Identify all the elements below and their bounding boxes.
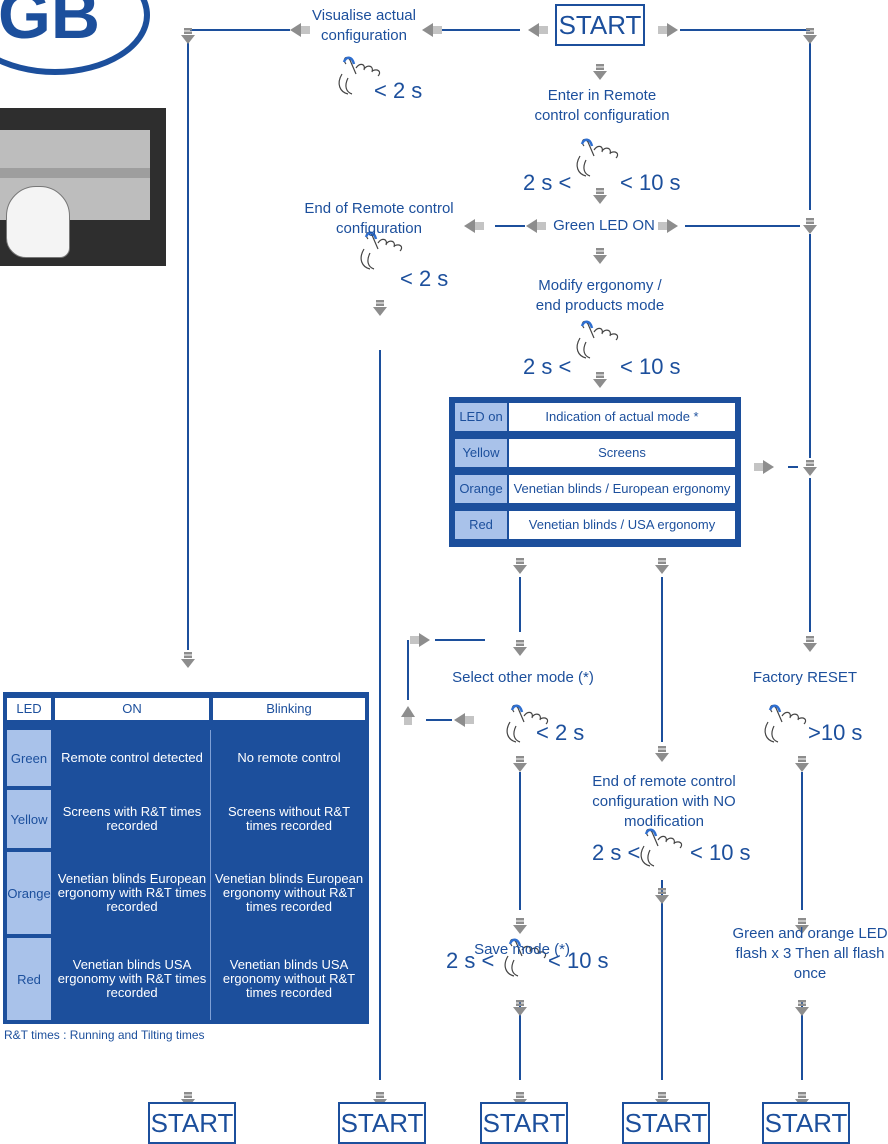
mode-table: LED on Indication of actual mode * Yello… bbox=[449, 397, 741, 547]
step-green-led-on: Green LED ON bbox=[553, 217, 655, 234]
led-on-cell: Screens with R&T times recorded bbox=[62, 804, 202, 833]
time-range-right-modify: < 10 s bbox=[620, 354, 681, 379]
led-on-cell: Remote control detected bbox=[61, 750, 203, 765]
step-save-mode: Save mode (*) bbox=[474, 941, 570, 958]
hand-press-icon bbox=[6, 186, 70, 258]
mode-led-cell: Orange bbox=[455, 475, 507, 503]
time-lt2-end-remote: < 2 s bbox=[400, 266, 449, 291]
time-range-right-enter: < 10 s bbox=[620, 170, 681, 195]
time-range-left-modify: 2 s < bbox=[523, 354, 572, 379]
led-blink-cell: Screens without R&T times recorded bbox=[227, 804, 351, 833]
mode-desc-cell: Screens bbox=[509, 439, 735, 467]
led-blink-cell: Venetian blinds European ergonomy withou… bbox=[214, 871, 364, 914]
led-header-blinking: Blinking bbox=[213, 698, 365, 720]
led-blink-cell: Venetian blinds USA ergonomy without R&T… bbox=[222, 957, 356, 1000]
time-range-left-nomod: 2 s < bbox=[592, 840, 641, 865]
mode-row: LED on Indication of actual mode * bbox=[455, 403, 735, 431]
start-box-1: START bbox=[148, 1102, 236, 1144]
start-box-2: START bbox=[338, 1102, 426, 1144]
step-modify: Modify ergonomy / end products mode bbox=[535, 277, 665, 314]
led-header-on: ON bbox=[55, 698, 209, 720]
time-range-left-save: 2 s < bbox=[446, 948, 495, 973]
step-factory-reset: Factory RESET bbox=[752, 669, 858, 686]
country-badge: GB bbox=[0, 0, 150, 75]
column-divider bbox=[210, 730, 211, 1020]
mode-led-cell: Red bbox=[455, 511, 507, 539]
step-end-no-mod: End of remote control configuration with… bbox=[592, 773, 736, 830]
led-header-led: LED bbox=[7, 698, 51, 720]
mode-desc-cell: Venetian blinds / USA ergonomy bbox=[509, 511, 735, 539]
led-color-cell: Orange bbox=[7, 852, 51, 934]
led-color-cell: Red bbox=[7, 938, 51, 1020]
start-box-5: START bbox=[762, 1102, 850, 1144]
led-on-cell: Venetian blinds European ergonomy with R… bbox=[57, 871, 207, 914]
mode-row: Red Venetian blinds / USA ergonomy bbox=[455, 511, 735, 539]
time-range-right-save: < 10 s bbox=[548, 948, 609, 973]
time-range-right-nomod: < 10 s bbox=[690, 840, 751, 865]
step-visualise: Visualise actual configuration bbox=[312, 7, 416, 44]
time-lt2-select: < 2 s bbox=[536, 720, 585, 745]
rt-times-note: R&T times : Running and Tilting times bbox=[4, 1028, 205, 1042]
step-select-other: Select other mode (*) bbox=[452, 669, 594, 686]
start-box-3: START bbox=[480, 1102, 568, 1144]
start-box-4: START bbox=[622, 1102, 710, 1144]
led-status-table: LED ON Blinking Green Remote control det… bbox=[3, 692, 369, 1024]
device-photo bbox=[0, 108, 166, 266]
led-color-cell: Green bbox=[7, 730, 51, 786]
time-lt2-visualise: < 2 s bbox=[374, 78, 423, 103]
step-end-remote: End of Remote control configuration bbox=[304, 200, 454, 237]
device-stripe bbox=[0, 168, 150, 178]
mode-desc-cell: Indication of actual mode * bbox=[509, 403, 735, 431]
led-color-cell: Yellow bbox=[7, 790, 51, 848]
mode-led-cell: Yellow bbox=[455, 439, 507, 467]
mode-row: Yellow Screens bbox=[455, 439, 735, 467]
start-box-top: START bbox=[555, 4, 645, 46]
step-enter-remote: Enter in Remote control configuration bbox=[534, 87, 670, 124]
mode-row: Orange Venetian blinds / European ergono… bbox=[455, 475, 735, 503]
badge-text: GB bbox=[0, 0, 100, 53]
led-blink-cell: No remote control bbox=[237, 750, 341, 765]
led-on-cell: Venetian blinds USA ergonomy with R&T ti… bbox=[57, 957, 207, 1000]
step-green-orange: Green and orange LED flash x 3 Then all … bbox=[732, 925, 888, 982]
time-range-left-enter: 2 s < bbox=[523, 170, 572, 195]
time-gt10-reset: >10 s bbox=[808, 720, 863, 745]
mode-led-cell: LED on bbox=[455, 403, 507, 431]
mode-desc-cell: Venetian blinds / European ergonomy bbox=[509, 475, 735, 503]
